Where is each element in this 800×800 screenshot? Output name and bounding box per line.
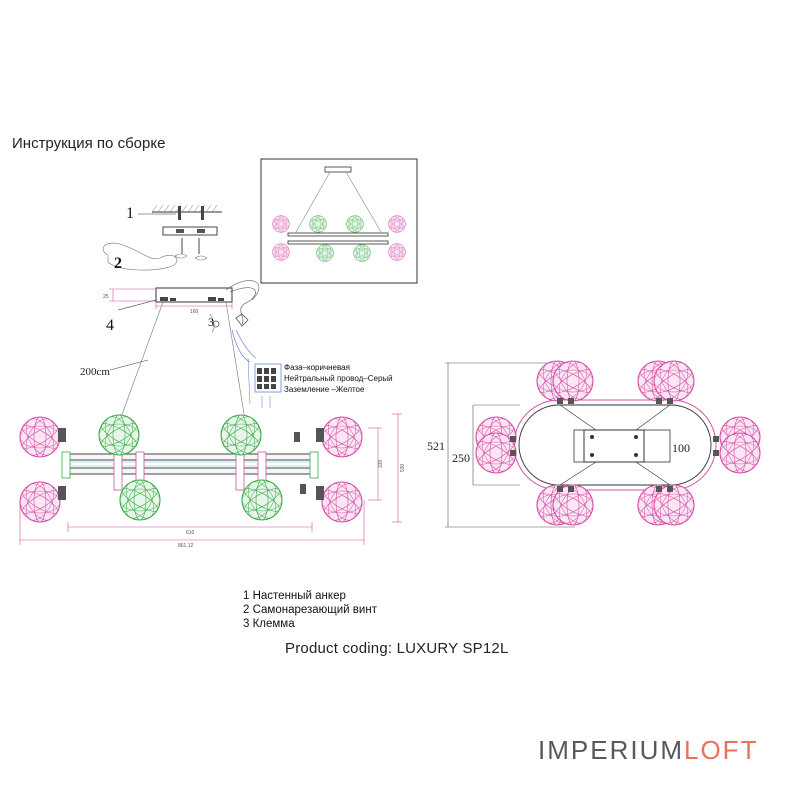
chandelier-front-view: 610 861,12 330 530 [19,411,406,549]
callout-3: 3 [208,315,214,329]
product-coding: Product coding: LUXURY SP12L [285,640,509,657]
wiring-ground-label: Заземление –Желтое [284,385,365,394]
wiring-phase-label: Фаза–коричневая [284,363,350,372]
svg-text:610: 610 [186,530,195,536]
dimension-outer: 521 [427,439,445,453]
svg-text:160: 160 [190,309,199,315]
svg-text:861,12: 861,12 [178,543,194,549]
logo-part-imperium: IMPERIUM [538,735,684,765]
brand-logo: IMPERIUMLOFT [538,735,758,766]
legend-item-screw: 2 Самонарезающий винт [243,604,377,616]
callout-2: 2 [114,255,122,272]
svg-text:530: 530 [400,463,406,472]
chandelier-top-view [445,357,761,529]
legend-item-anchor: 1 Настенный анкер [243,590,346,602]
dimension-plate: 100 [672,441,690,455]
logo-part-loft: LOFT [684,735,759,765]
wiring-neutral-label: Нейтральный провод–Серый [284,374,393,383]
svg-text:25: 25 [103,294,109,300]
cable-length-label: 200cm [80,366,110,378]
legend-item-terminal: 3 Клемма [243,618,295,630]
dimension-inner: 250 [452,451,470,465]
ceiling-mount-view: 25 160 [102,204,282,421]
svg-text:330: 330 [378,459,384,468]
callout-4: 4 [106,317,114,334]
thumbnail-view [260,158,418,284]
callout-1: 1 [126,205,134,222]
page-title: Инструкция по сборке [12,135,166,152]
parts-legend: 1 Настенный анкер 2 Самонарезающий винт … [243,589,377,631]
